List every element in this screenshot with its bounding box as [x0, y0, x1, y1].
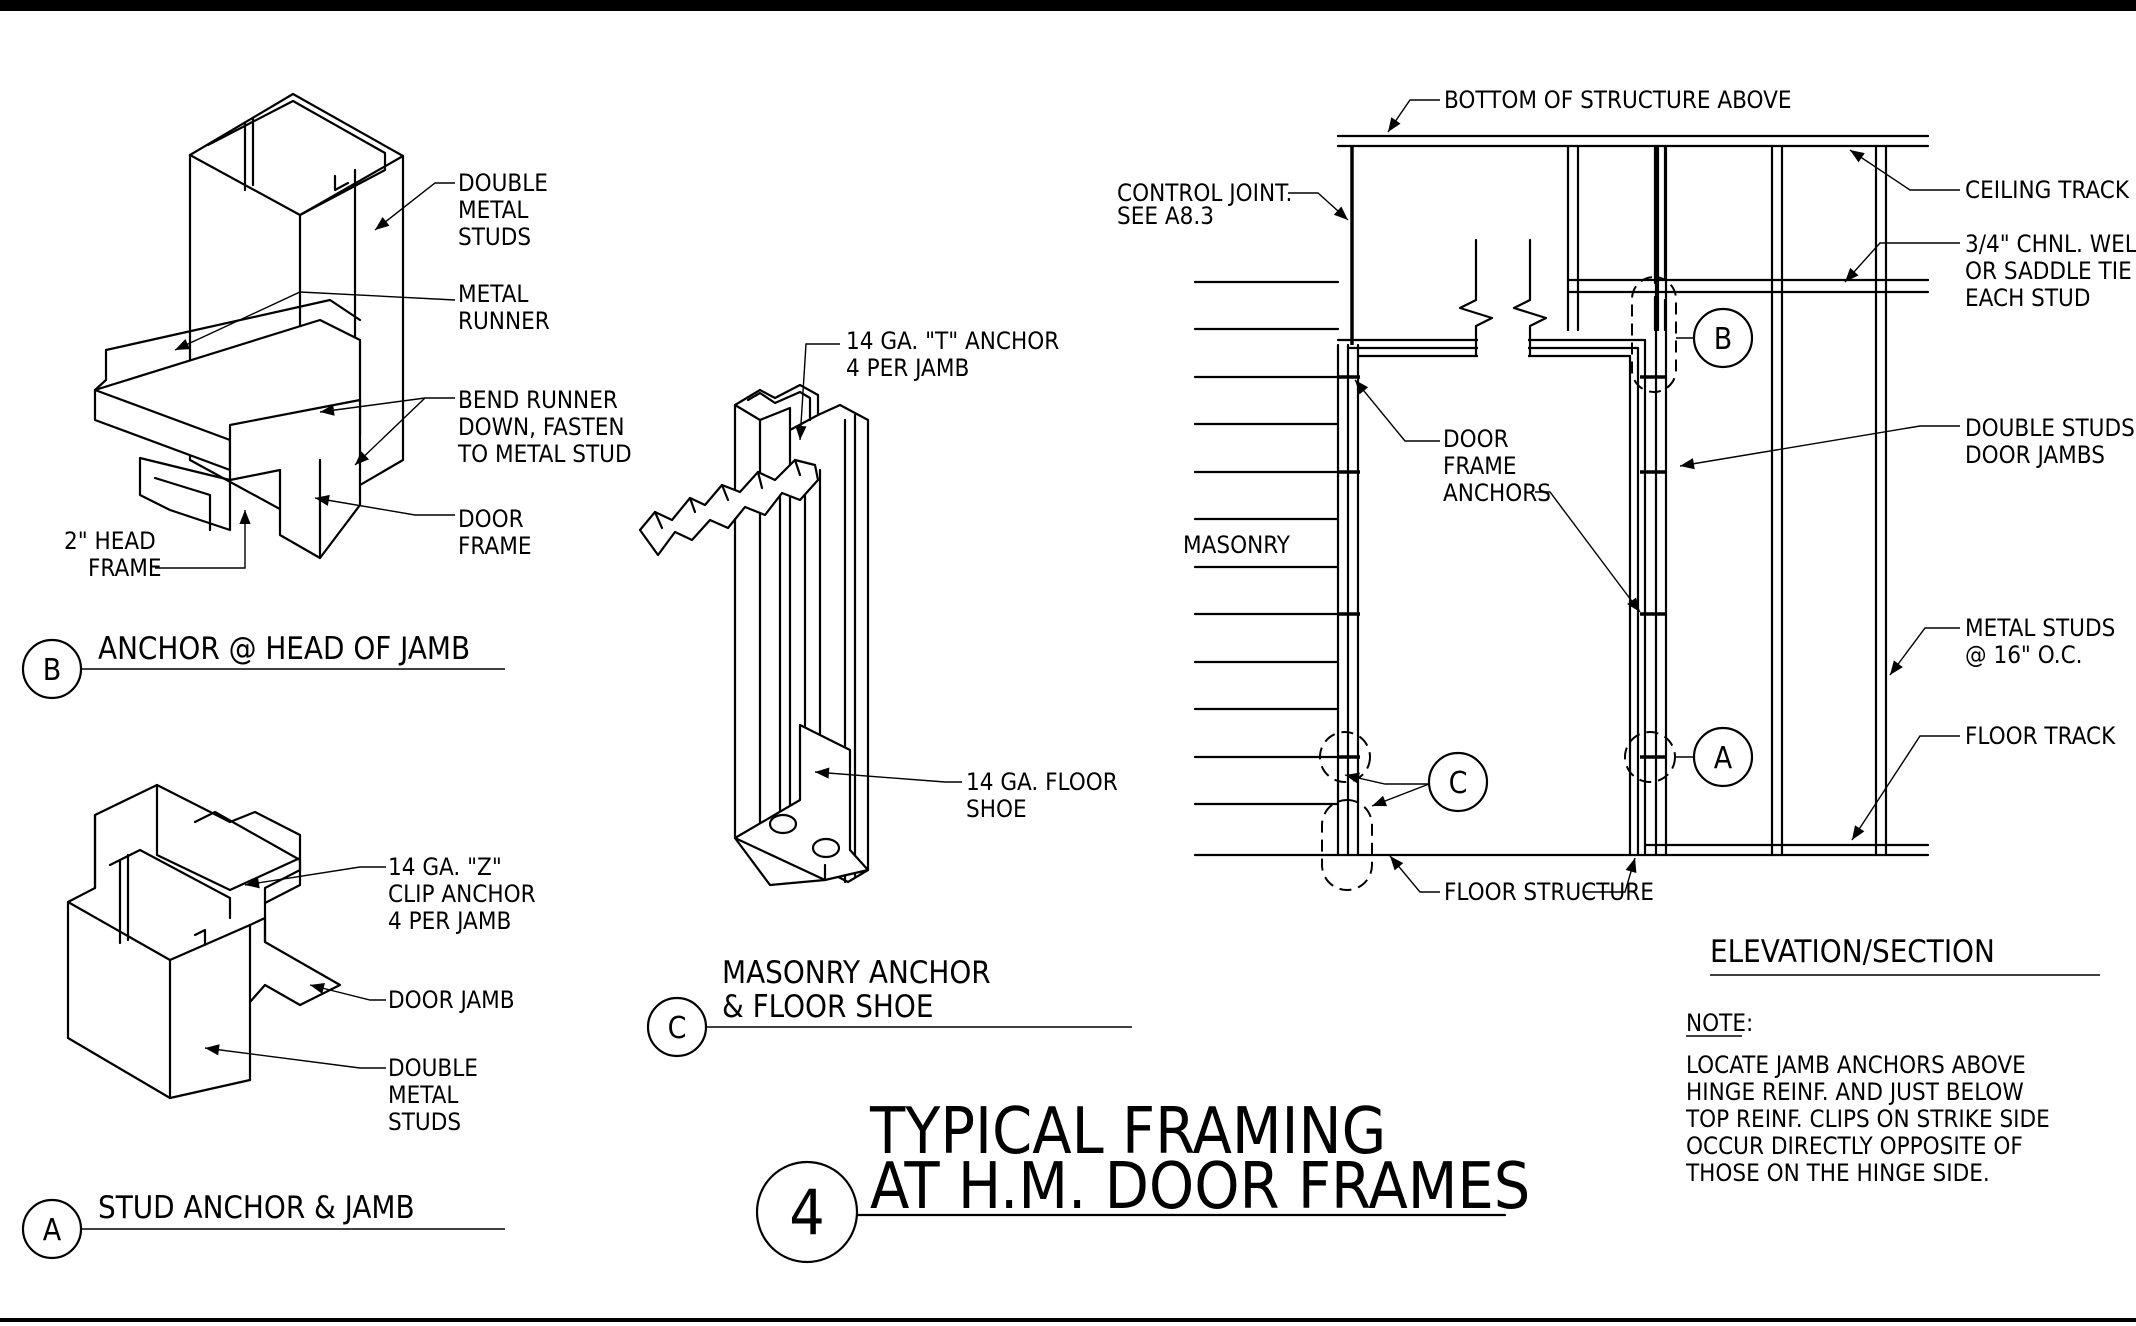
- detail-a-label-z-clip-2: CLIP ANCHOR: [388, 880, 536, 908]
- detail-c-label-floor-shoe-2: SHOE: [966, 795, 1027, 823]
- elev-label-bottom-structure: BOTTOM OF STRUCTURE ABOVE: [1444, 86, 1791, 114]
- detail-b-labels: DOUBLE METAL STUDS METAL RUNNER BEND RUN…: [64, 169, 632, 582]
- elevation-title-block: ELEVATION/SECTION: [1710, 934, 2100, 976]
- detail-a-label-z-clip-3: 4 PER JAMB: [388, 907, 511, 935]
- elevation-bubbles: B A C: [1427, 307, 1754, 813]
- elev-label-floor-track: FLOOR TRACK: [1965, 722, 2116, 750]
- note-line-1: LOCATE JAMB ANCHORS ABOVE: [1686, 1051, 2026, 1079]
- elev-label-control-joint-1: CONTROL JOINT.: [1117, 179, 1292, 207]
- drawing-number: 4: [789, 1176, 824, 1249]
- elev-label-control-joint-2: SEE A8.3: [1117, 202, 1214, 230]
- drawing-number-bubble: [755, 1160, 859, 1264]
- elev-bubble-b-letter: B: [1714, 322, 1733, 357]
- elev-label-masonry: MASONRY: [1183, 531, 1291, 559]
- elevation-leaders: [1288, 99, 1960, 893]
- elev-label-anchors-3: ANCHORS: [1443, 479, 1551, 507]
- detail-b-label-double-studs-3: STUDS: [458, 223, 531, 251]
- elev-label-anchors-1: DOOR: [1443, 425, 1509, 453]
- note-line-2: HINGE REINF. AND JUST BELOW: [1686, 1078, 2024, 1106]
- detail-a-label-z-clip-1: 14 GA. "Z": [388, 853, 502, 881]
- note-line-3: TOP REINF. CLIPS ON STRIKE SIDE: [1685, 1105, 2050, 1133]
- detail-c-title-2: & FLOOR SHOE: [722, 989, 933, 1025]
- note-heading: NOTE:: [1686, 1009, 1753, 1037]
- detail-a-label-double-studs-3: STUDS: [388, 1108, 461, 1136]
- elev-bubble-c: [1427, 751, 1489, 813]
- detail-c-labels: 14 GA. "T" ANCHOR 4 PER JAMB 14 GA. FLOO…: [846, 327, 1118, 823]
- detail-c-drawing: [638, 383, 870, 887]
- note-line-5: THOSE ON THE HINGE SIDE.: [1685, 1159, 1990, 1187]
- detail-b-label-head-frame-2: FRAME: [88, 554, 162, 582]
- detail-b-title: ANCHOR @ HEAD OF JAMB: [98, 631, 470, 667]
- elev-bubble-a: [1692, 726, 1754, 788]
- note-block: NOTE: LOCATE JAMB ANCHORS ABOVE HINGE RE…: [1685, 1009, 2050, 1187]
- detail-a-title: STUD ANCHOR & JAMB: [98, 1190, 415, 1226]
- elev-label-floor-structure: FLOOR STRUCTURE: [1444, 878, 1654, 906]
- detail-b-label-head-frame-1: 2" HEAD: [64, 527, 156, 555]
- elev-bubble-c-letter: C: [1449, 766, 1468, 801]
- note-line-4: OCCUR DIRECTLY OPPOSITE OF: [1686, 1132, 2023, 1160]
- detail-b-label-bend-1: BEND RUNNER: [458, 386, 618, 414]
- elev-label-double-studs-1: DOUBLE STUDS: [1965, 414, 2135, 442]
- detail-b-leaders: [155, 182, 456, 569]
- detail-b-label-double-studs-2: METAL: [458, 196, 528, 224]
- detail-c-bubble-letter: C: [668, 1011, 687, 1046]
- elev-label-channel-3: EACH STUD: [1965, 284, 2091, 312]
- detail-a-label-door-jamb: DOOR JAMB: [388, 986, 515, 1014]
- detail-a-labels: 14 GA. "Z" CLIP ANCHOR 4 PER JAMB DOOR J…: [388, 853, 536, 1136]
- elev-label-ceiling-track: CEILING TRACK: [1965, 176, 2130, 204]
- detail-a-drawing: [66, 783, 342, 1100]
- detail-b-drawing: [93, 92, 405, 560]
- elev-label-channel-2: OR SADDLE TIE: [1965, 257, 2132, 285]
- sheet-top-border: [0, 0, 2136, 11]
- detail-c-label-floor-shoe-1: 14 GA. FLOOR: [966, 768, 1118, 796]
- elev-label-channel-1: 3/4" CHNL. WELD: [1965, 230, 2136, 258]
- detail-b-bubble-letter: B: [43, 653, 62, 688]
- detail-b-label-double-studs-1: DOUBLE: [458, 169, 548, 197]
- detail-a-label-double-studs-1: DOUBLE: [388, 1054, 478, 1082]
- detail-b-label-door-frame-1: DOOR: [458, 505, 524, 533]
- drawing-title-block: 4 TYPICAL FRAMING AT H.M. DOOR FRAMES: [755, 1095, 1530, 1264]
- drawing-title-line-1: TYPICAL FRAMING: [869, 1095, 1386, 1169]
- elev-label-anchors-2: FRAME: [1443, 452, 1517, 480]
- detail-b-title-block: B ANCHOR @ HEAD OF JAMB: [21, 631, 505, 700]
- detail-b-label-bend-2: DOWN, FASTEN: [458, 413, 625, 441]
- detail-a-bubble-letter: A: [43, 1213, 62, 1248]
- detail-b-label-door-frame-2: FRAME: [458, 532, 532, 560]
- detail-c-title-1: MASONRY ANCHOR: [722, 955, 991, 991]
- detail-c-label-t-anchor-1: 14 GA. "T" ANCHOR: [846, 327, 1059, 355]
- elev-label-double-studs-2: DOOR JAMBS: [1965, 441, 2105, 469]
- detail-b-label-runner-1: METAL: [458, 280, 528, 308]
- sheet-bottom-border: [0, 1318, 2136, 1322]
- elev-bubble-b: [1692, 307, 1754, 369]
- detail-a-leaders: [204, 866, 386, 1069]
- elev-label-metal-studs-1: METAL STUDS: [1965, 614, 2115, 642]
- elev-label-metal-studs-2: @ 16" O.C.: [1965, 641, 2083, 669]
- elevation-title: ELEVATION/SECTION: [1710, 934, 1995, 970]
- elevation-drawing: [1193, 134, 1930, 891]
- detail-c-label-t-anchor-2: 4 PER JAMB: [846, 354, 969, 382]
- elevation-labels: BOTTOM OF STRUCTURE ABOVE CONTROL JOINT.…: [1117, 86, 2136, 906]
- drawing-title-line-2: AT H.M. DOOR FRAMES: [870, 1150, 1530, 1224]
- detail-c-leaders: [795, 343, 962, 783]
- detail-a-label-double-studs-2: METAL: [388, 1081, 458, 1109]
- detail-b-label-bend-3: TO METAL STUD: [457, 440, 632, 468]
- detail-b-label-runner-2: RUNNER: [458, 307, 550, 335]
- detail-a-title-block: A STUD ANCHOR & JAMB: [21, 1190, 505, 1260]
- elev-bubble-a-letter: A: [1714, 741, 1733, 776]
- detail-c-title-block: C MASONRY ANCHOR & FLOOR SHOE: [646, 955, 1132, 1058]
